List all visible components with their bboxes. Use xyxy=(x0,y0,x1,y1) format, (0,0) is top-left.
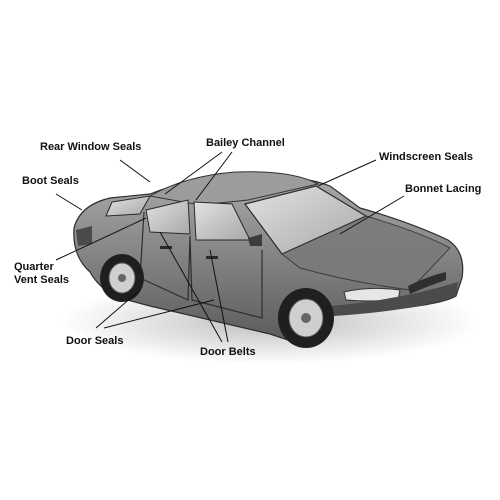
label-door-belts: Door Belts xyxy=(200,346,256,358)
front-bumper xyxy=(330,282,458,316)
label-windscreen-seals: Windscreen Seals xyxy=(379,151,474,163)
rear-door-handle xyxy=(160,246,172,249)
leader-door-belts-1 xyxy=(159,231,223,343)
leader-door-seals-1 xyxy=(95,289,141,329)
rear-wheel xyxy=(100,254,144,302)
label-rear-window-seals: Rear Window Seals xyxy=(40,141,142,153)
leader-boot-seals xyxy=(55,193,83,211)
label-bailey-channel: Bailey Channel xyxy=(206,137,285,149)
leader-door-seals-2 xyxy=(103,299,215,329)
leader-bailey-channel-2 xyxy=(195,151,233,201)
rear-side-window xyxy=(145,199,191,235)
leader-bonnet-lacing xyxy=(339,195,405,235)
front-wheel xyxy=(278,288,334,348)
label-boot-seals: Boot Seals xyxy=(22,175,79,187)
car-roof xyxy=(148,171,320,206)
grille xyxy=(408,272,446,294)
label-bonnet-lacing: Bonnet Lacing xyxy=(405,183,482,195)
leader-lines xyxy=(55,151,405,343)
leader-quarter-vent-seals xyxy=(55,217,147,261)
leader-door-belts-2 xyxy=(209,249,229,343)
door-outline xyxy=(139,211,263,319)
label-quarter-vent-seals-line1: Quarter xyxy=(14,261,54,273)
leader-rear-window-seals xyxy=(119,159,151,183)
side-mirror xyxy=(248,234,262,246)
leader-bailey-channel-1 xyxy=(164,151,223,195)
leader-windscreen-seals xyxy=(317,159,377,187)
rear-window xyxy=(105,195,151,217)
tail-light xyxy=(76,226,92,246)
label-quarter-vent-seals-line2: Vent Seals xyxy=(14,274,70,286)
label-door-seals: Door Seals xyxy=(66,335,124,347)
front-door-handle xyxy=(206,256,218,259)
label-quarter-vent-seals: Quarter Vent Seals xyxy=(14,261,69,287)
